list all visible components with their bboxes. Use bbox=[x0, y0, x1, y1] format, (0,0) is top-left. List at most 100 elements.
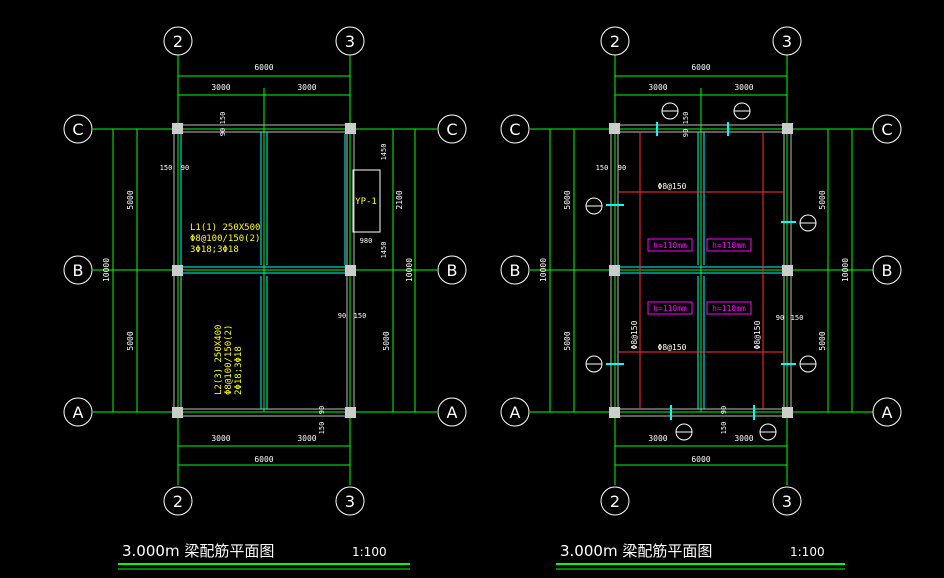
dim-left-total-r: 10000 bbox=[539, 258, 548, 282]
small-150-left: 150 bbox=[160, 164, 173, 172]
small-150-top-r: 150 bbox=[682, 112, 690, 125]
small-90-top-r: 90 bbox=[682, 129, 690, 137]
section-cut-marks bbox=[606, 122, 796, 420]
axis-3-top-right: 3 bbox=[782, 32, 792, 51]
columns-right bbox=[609, 123, 793, 418]
dim-left-upper-r: 5000 bbox=[563, 190, 572, 209]
dim-right-upper: 2100 bbox=[395, 190, 404, 209]
dim-top-left: 3000 bbox=[211, 83, 230, 92]
dim-bottom-total-r: 6000 bbox=[691, 455, 710, 464]
axis-b-left-r: B bbox=[510, 261, 521, 280]
axis-b-right-l: B bbox=[447, 261, 458, 280]
beam2-line1: L2(3) 250X400 bbox=[214, 325, 224, 395]
beam1-line2: Φ8@100/150(2) bbox=[190, 234, 260, 244]
dim-right-upper-r: 5000 bbox=[818, 190, 827, 209]
axis-c-right-l: C bbox=[446, 120, 457, 139]
dim-bottom-right-r: 3000 bbox=[734, 434, 753, 443]
plan-title-left: 3.000m 梁配筋平面图 bbox=[122, 542, 274, 560]
small-150-bottom: 150 bbox=[318, 422, 326, 435]
slab-tag-1: h=110mm bbox=[653, 241, 687, 250]
dim-left-total: 10000 bbox=[102, 258, 111, 282]
axis-2-top-right: 2 bbox=[610, 32, 620, 51]
dim-top-right: 3000 bbox=[297, 83, 316, 92]
axis-3-bottom-right: 3 bbox=[782, 492, 792, 511]
beam1-line3: 3Φ18;3Φ18 bbox=[190, 245, 239, 255]
beams-right bbox=[618, 132, 782, 409]
dim-bottom-left-r: 3000 bbox=[648, 434, 667, 443]
axis-bubbles-left bbox=[63, 26, 467, 516]
dim-1450-b: 1450 bbox=[380, 242, 388, 259]
dim-left-lower-r: 5000 bbox=[563, 331, 572, 350]
dim-980: 980 bbox=[360, 237, 373, 245]
dim-right-lower-r: 5000 bbox=[818, 331, 827, 350]
plan-right: h=110mm h=110mm h=110mm h=110mm Φ8@150 Φ… bbox=[500, 26, 902, 570]
axis-a-right-l: A bbox=[447, 403, 458, 422]
yp-box bbox=[352, 169, 381, 233]
dim-top-right-r: 3000 bbox=[734, 83, 753, 92]
small-90-left: 90 bbox=[181, 164, 189, 172]
dim-bottom-left: 3000 bbox=[211, 434, 230, 443]
slab-tag-3: h=110mm bbox=[653, 304, 687, 313]
dim-top-total: 6000 bbox=[254, 63, 273, 72]
beam2-line2: Φ8@100/150(2) bbox=[224, 325, 234, 395]
slab-tag-2: h=110mm bbox=[712, 241, 746, 250]
dim-left-upper: 5000 bbox=[126, 190, 135, 209]
rebar-label-top: Φ8@150 bbox=[658, 182, 687, 191]
axis-bubbles-right bbox=[500, 26, 902, 516]
dim-top-left-r: 3000 bbox=[648, 83, 667, 92]
plan-scale-right: 1:100 bbox=[790, 545, 825, 559]
axis-a-right-r: A bbox=[882, 403, 893, 422]
plan-title-right: 3.000m 梁配筋平面图 bbox=[560, 542, 712, 560]
axis-c-right-r: C bbox=[881, 120, 892, 139]
columns-left bbox=[172, 123, 356, 418]
axis-3-bottom-left: 3 bbox=[345, 492, 355, 511]
plan-left: YP-1 L1(1) 250X500 Φ8@100/150(2) 3Φ18;3Φ… bbox=[63, 26, 467, 570]
rebar-label-bottom: Φ8@150 bbox=[658, 343, 687, 352]
axis-2-top-left: 2 bbox=[173, 32, 183, 51]
slab-tags bbox=[647, 238, 752, 315]
axis-c-left-r: C bbox=[509, 120, 520, 139]
beams-left bbox=[180, 132, 346, 409]
small-90-top: 90 bbox=[219, 128, 227, 136]
small-90-left-r: 90 bbox=[618, 164, 626, 172]
beam2-annotation: L2(3) 250X400 Φ8@100/150(2) 2Φ18;3Φ18 bbox=[214, 325, 244, 395]
axis-a-left-l: A bbox=[73, 403, 84, 422]
small-150-left-r: 150 bbox=[596, 164, 609, 172]
axis-a-left-r: A bbox=[510, 403, 521, 422]
small-150-top: 150 bbox=[219, 112, 227, 125]
axis-lines-left bbox=[93, 55, 437, 485]
plan-scale-left: 1:100 bbox=[352, 545, 387, 559]
slab-tag-4: h=110mm bbox=[712, 304, 746, 313]
axis-3-top-left: 3 bbox=[345, 32, 355, 51]
axis-2-bottom-left: 2 bbox=[173, 492, 183, 511]
beam2-line3: 2Φ18;3Φ18 bbox=[234, 346, 244, 395]
section-symbols bbox=[585, 102, 817, 441]
small-150-right: 150 bbox=[354, 312, 367, 320]
small-150-right-r: 150 bbox=[791, 314, 804, 322]
axis-c-left-l: C bbox=[72, 120, 83, 139]
rebar-label-vert-left: Φ8@150 bbox=[630, 320, 639, 349]
dim-right-total-r: 10000 bbox=[841, 258, 850, 282]
small-90-bottom: 90 bbox=[318, 406, 326, 414]
yp-label: YP-1 bbox=[355, 197, 377, 207]
dim-bottom-right: 3000 bbox=[297, 434, 316, 443]
small-90-bottom-r: 90 bbox=[720, 406, 728, 414]
small-90-right-r: 90 bbox=[776, 314, 784, 322]
rebar-label-vert-right: Φ8@150 bbox=[753, 320, 762, 349]
dim-1450-a: 1450 bbox=[380, 144, 388, 161]
beam1-line1: L1(1) 250X500 bbox=[190, 223, 260, 233]
dim-top-total-r: 6000 bbox=[691, 63, 710, 72]
dim-left-lower: 5000 bbox=[126, 331, 135, 350]
axis-lines-right bbox=[530, 55, 873, 485]
axis-b-right-r: B bbox=[882, 261, 893, 280]
dim-bottom-total: 6000 bbox=[254, 455, 273, 464]
small-150-bottom-r: 150 bbox=[720, 422, 728, 435]
small-90-right: 90 bbox=[338, 312, 346, 320]
axis-2-bottom-right: 2 bbox=[610, 492, 620, 511]
dim-right-lower: 5000 bbox=[382, 331, 391, 350]
axis-b-left-l: B bbox=[73, 261, 84, 280]
dim-right-total: 10000 bbox=[405, 258, 414, 282]
rebar-lines-right bbox=[618, 132, 784, 409]
